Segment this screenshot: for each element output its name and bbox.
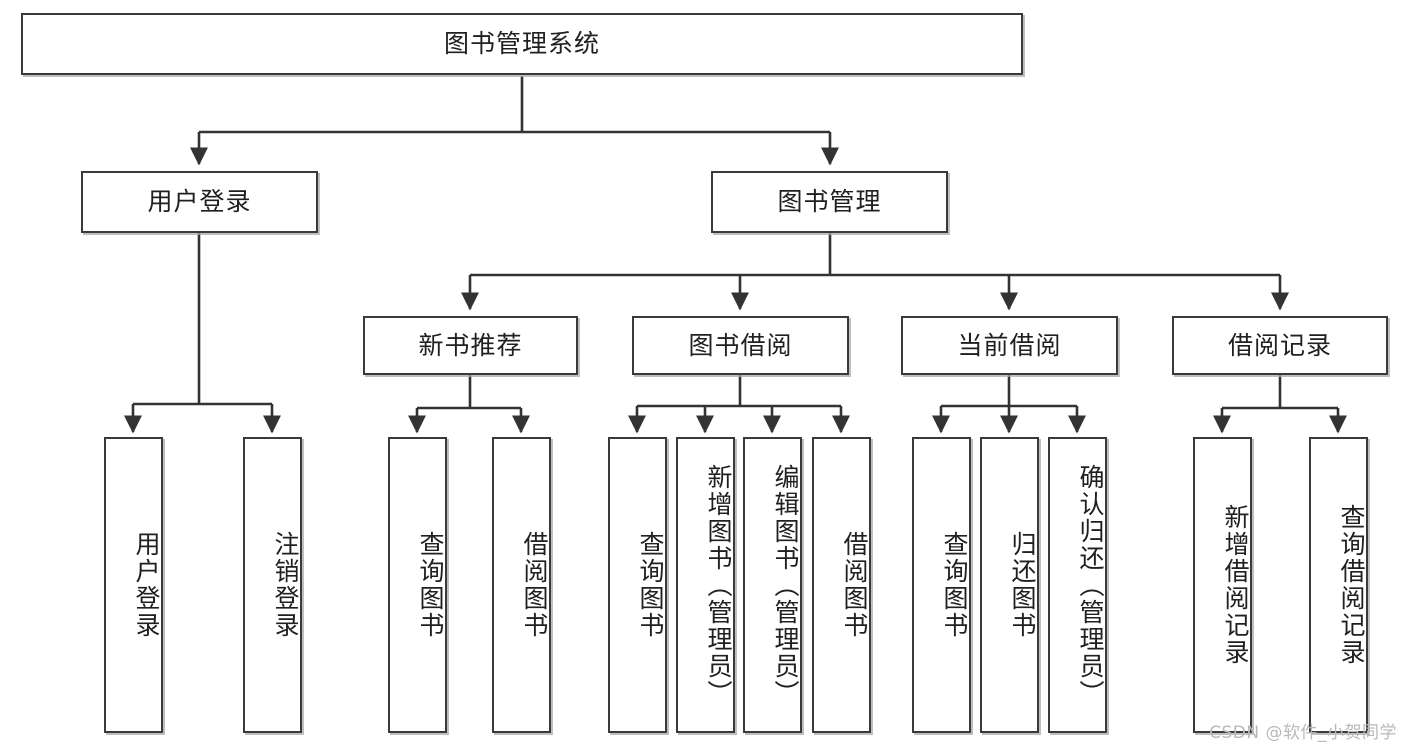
node-leaf-edit-book[interactable]: 编辑图书（管理员） <box>743 437 802 733</box>
node-leaf-query-record-label: 查询借阅记录 <box>1337 504 1366 666</box>
node-leaf-add-record-label: 新增借阅记录 <box>1221 504 1250 666</box>
node-leaf-query-book-3-label: 查询图书 <box>940 531 969 639</box>
node-leaf-borrow-book-2[interactable]: 借阅图书 <box>812 437 871 733</box>
node-leaf-query-record[interactable]: 查询借阅记录 <box>1309 437 1368 733</box>
node-book-borrow[interactable]: 图书借阅 <box>632 316 849 375</box>
node-leaf-return-book[interactable]: 归还图书 <box>980 437 1039 733</box>
node-book-mgmt-label: 图书管理 <box>777 187 882 217</box>
node-leaf-user-login-label: 用户登录 <box>132 531 161 639</box>
node-leaf-query-book-2[interactable]: 查询图书 <box>608 437 667 733</box>
node-leaf-logout[interactable]: 注销登录 <box>243 437 302 733</box>
node-leaf-user-login[interactable]: 用户登录 <box>104 437 163 733</box>
node-leaf-borrow-book-1-label: 借阅图书 <box>520 531 549 639</box>
node-leaf-add-book[interactable]: 新增图书（管理员） <box>676 437 735 733</box>
node-leaf-confirm-return[interactable]: 确认归还（管理员） <box>1048 437 1107 733</box>
node-book-borrow-label: 图书借阅 <box>688 330 793 360</box>
node-user-login-label: 用户登录 <box>147 187 252 217</box>
node-leaf-add-record[interactable]: 新增借阅记录 <box>1193 437 1252 733</box>
node-leaf-query-book-3[interactable]: 查询图书 <box>912 437 971 733</box>
node-root-label: 图书管理系统 <box>443 29 600 59</box>
node-current-borrow[interactable]: 当前借阅 <box>901 316 1118 375</box>
node-new-book-rec[interactable]: 新书推荐 <box>363 316 578 375</box>
node-user-login[interactable]: 用户登录 <box>81 171 318 233</box>
node-leaf-query-book-1-label: 查询图书 <box>416 531 445 639</box>
node-borrow-record[interactable]: 借阅记录 <box>1172 316 1388 375</box>
node-leaf-confirm-return-label: 确认归还（管理员） <box>1076 463 1105 707</box>
csdn-watermark: CSDN @软件_小贺同学 <box>1209 723 1397 743</box>
node-leaf-query-book-1[interactable]: 查询图书 <box>388 437 447 733</box>
node-current-borrow-label: 当前借阅 <box>957 330 1062 360</box>
node-root[interactable]: 图书管理系统 <box>21 13 1023 75</box>
node-borrow-record-label: 借阅记录 <box>1227 330 1332 360</box>
node-leaf-borrow-book-1[interactable]: 借阅图书 <box>492 437 551 733</box>
node-book-mgmt[interactable]: 图书管理 <box>711 171 948 233</box>
node-leaf-logout-label: 注销登录 <box>271 531 300 639</box>
node-leaf-edit-book-label: 编辑图书（管理员） <box>771 463 800 707</box>
node-leaf-borrow-book-2-label: 借阅图书 <box>840 531 869 639</box>
node-new-book-rec-label: 新书推荐 <box>418 330 523 360</box>
node-leaf-query-book-2-label: 查询图书 <box>636 531 665 639</box>
node-leaf-return-book-label: 归还图书 <box>1008 531 1037 639</box>
node-leaf-add-book-label: 新增图书（管理员） <box>704 463 733 707</box>
